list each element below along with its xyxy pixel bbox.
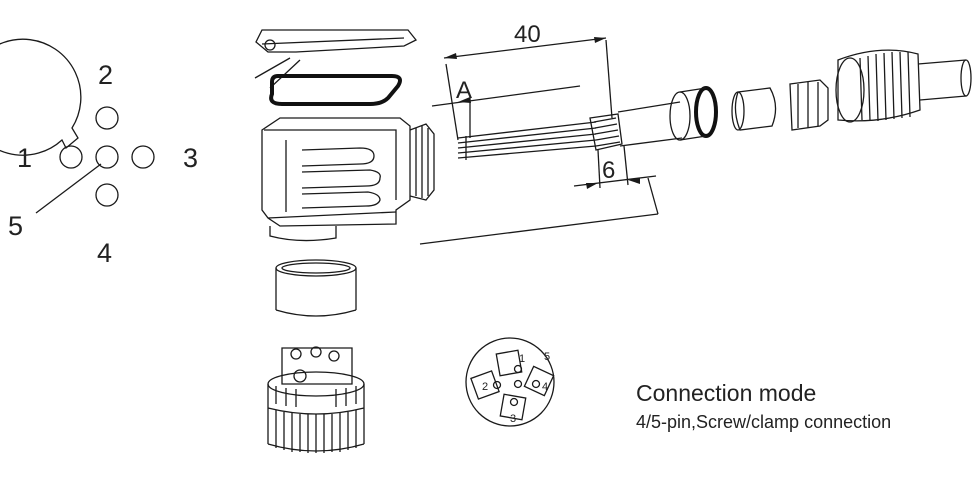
pin-face-diagram: 2 1 3 5 4: [0, 38, 198, 268]
dim-label-A: A: [456, 77, 472, 104]
pin-5: [95, 145, 119, 169]
angled-housing: [261, 117, 435, 242]
pin-label-3: 3: [183, 143, 198, 173]
pin-face-outline: [0, 38, 82, 156]
dim-label-6: 6: [602, 157, 615, 184]
cable-gland-parts: [669, 49, 972, 141]
insert-pin-label-2: 2: [482, 381, 488, 393]
insert-pin-label-4: 4: [542, 381, 548, 393]
pin-label-4: 4: [97, 238, 112, 268]
dimension-lines: 40 A 6: [419, 21, 659, 245]
pin-label-5: 5: [8, 211, 23, 241]
dim-label-40: 40: [514, 21, 541, 48]
pin-2: [95, 106, 119, 130]
pin-1: [59, 145, 83, 169]
stripped-cable: [457, 101, 683, 160]
dim-ext-left: [445, 63, 459, 141]
pin-5-leader: [35, 163, 102, 214]
dim-A-line: [431, 85, 581, 107]
dim-40-line: [443, 37, 607, 59]
insert-face-diagram: 1 5 2 4 3: [465, 337, 555, 427]
pin-label-1: 1: [17, 143, 32, 173]
gasket: [269, 74, 402, 106]
insert-pin-label-1: 1: [519, 353, 525, 365]
pin-4: [95, 183, 119, 207]
contact-insert: [267, 346, 365, 453]
pin-3: [131, 145, 155, 169]
dim-ext-right: [605, 39, 613, 119]
connector-cover: [254, 29, 418, 89]
caption-subtitle: 4/5-pin,Screw/clamp connection: [636, 412, 892, 432]
insert-pin-label-3: 3: [510, 413, 516, 425]
caption-title: Connection mode: [636, 380, 817, 406]
insert-pin-label-5: 5: [544, 351, 550, 363]
sleeve-part: [275, 259, 357, 317]
pin-label-2: 2: [98, 60, 113, 90]
